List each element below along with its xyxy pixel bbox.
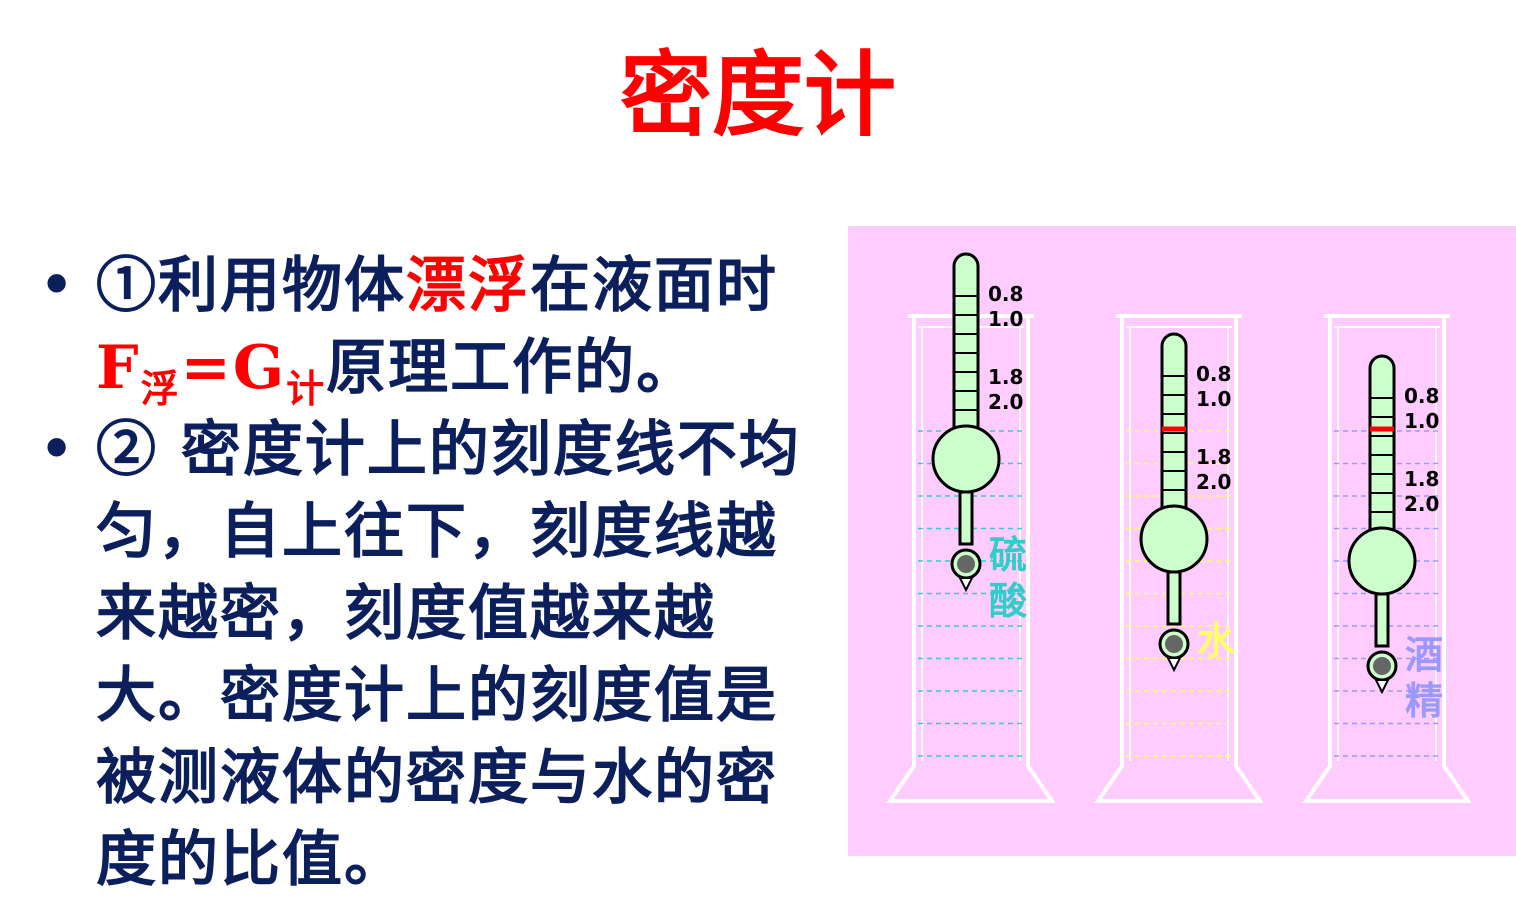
cylinder-1-liquid-label: 硫 [989, 532, 1027, 577]
hydrometer-diagram-svg: 0.81.01.82.0硫酸0.81.01.82.0水0.81.01.82.0酒… [886, 252, 1472, 803]
hydrometer-3-tube [1368, 354, 1396, 535]
bullet-marker: • [40, 419, 76, 480]
cylinder-3-liquid-label: 酒 [1405, 632, 1443, 677]
bullet-marker: • [40, 255, 76, 316]
hydrometer-2-scale-label: 2.0 [1196, 470, 1231, 494]
hydrometer-1-scale-label: 1.0 [988, 307, 1023, 331]
bullet-1-emphasis: 漂浮 [406, 251, 530, 321]
bullet-2-text: 密度计上的刻度线不均匀，自上往下，刻度线越来越密，刻度值越来越大。密度计上的刻度… [96, 415, 801, 895]
cylinder-2-outline [1094, 316, 1264, 803]
hydrometer-1-scale-label: 2.0 [988, 390, 1023, 414]
hydrometer-2-scale-label: 1.0 [1196, 387, 1231, 411]
hydrometer-3-bulb [1347, 526, 1417, 596]
bullet-1-text-mid: 在液面时 [530, 251, 778, 321]
hydrometer-2-tip [1166, 657, 1182, 673]
bullet-1-text-post: 原理工作的。 [326, 333, 699, 403]
hydrometer-2-stem [1166, 570, 1182, 626]
formula-g-subscript: 计 [286, 366, 327, 411]
hydrometer-2-bulb [1139, 504, 1209, 574]
bullet-1-text-pre: 利用物体 [158, 251, 406, 321]
hydrometer-2-tube [1160, 332, 1188, 513]
hydrometer-1-bulb [931, 424, 1001, 494]
page-title: 密度计 [619, 41, 896, 149]
cylinder-2-inner [1129, 326, 1229, 761]
bullet-list: • ①利用物体漂浮在液面时 F浮=G计原理工作的。 • ② 密度计上的刻度线不均匀… [38, 245, 818, 901]
hydrometer-3-stem [1374, 592, 1390, 648]
hydrometer-3-scale-label: 1.0 [1404, 409, 1439, 433]
bullet-2: • ② 密度计上的刻度线不均匀，自上往下，刻度线越来越密，刻度值越来越大。密度计… [38, 409, 818, 901]
hydrometer-1-scale-label: 1.8 [988, 365, 1023, 389]
cylinder-1-inner [921, 326, 1021, 761]
hydrometer-1-stem [958, 490, 974, 546]
hydrometer-3-weight [1373, 657, 1391, 675]
formula-f-subscript: 浮 [140, 366, 181, 411]
hydrometer-3-scale-label: 2.0 [1404, 492, 1439, 516]
cylinder-1-outline [886, 316, 1056, 803]
bullet-1-number: ① [96, 251, 158, 321]
hydrometer-3-scale-label: 1.8 [1404, 467, 1439, 491]
hydrometer-2-scale-label: 0.8 [1196, 362, 1231, 386]
hydrometer-1-tube [952, 252, 980, 433]
cylinder-1-liquid-label: 酸 [989, 578, 1028, 623]
hydrometer-1-tip [958, 577, 974, 593]
bullet-1: • ①利用物体漂浮在液面时 F浮=G计原理工作的。 [38, 245, 818, 409]
bullet-2-number: ② [96, 415, 158, 485]
hydrometer-1-scale-label: 0.8 [988, 282, 1023, 306]
hydrometer-1-weight [957, 555, 975, 573]
cylinder-3-outline [1302, 316, 1472, 803]
cylinder-3-liquid-label: 精 [1405, 678, 1443, 723]
formula-eq-g: =G [180, 333, 287, 403]
formula-f: F [96, 333, 141, 403]
hydrometer-2-scale-label: 1.8 [1196, 445, 1231, 469]
hydrometer-3-scale-label: 0.8 [1404, 384, 1439, 408]
hydrometer-2-weight [1165, 635, 1183, 653]
cylinder-2-liquid-label: 水 [1197, 618, 1236, 663]
cylinder-3-inner [1337, 326, 1437, 761]
hydrometer-3-tip [1374, 679, 1390, 695]
